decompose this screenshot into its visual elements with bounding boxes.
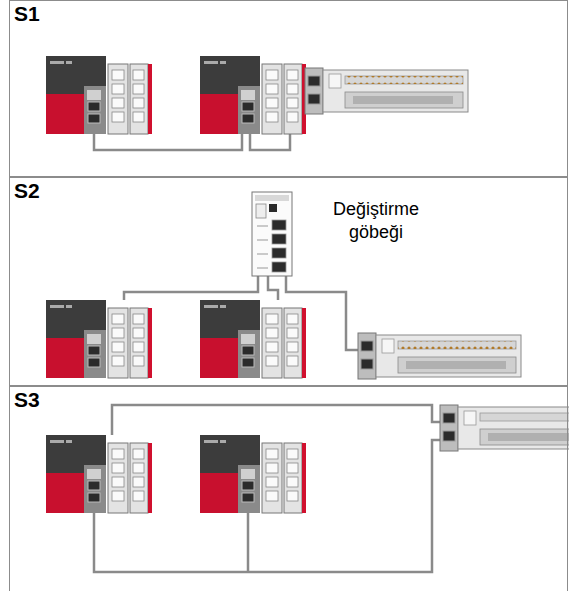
scenario-panel: S3	[9, 386, 568, 591]
scenario-panel: S1	[9, 0, 568, 177]
switch-hub: Değiştirme göbeği	[306, 198, 446, 248]
panel-title: S2	[14, 179, 40, 203]
hub-label: Değiştirme göbeği	[306, 198, 446, 244]
panel-title: S1	[14, 2, 40, 26]
scenario-panel: S2Değiştirme göbeği	[9, 177, 568, 386]
panel-title: S3	[14, 388, 40, 412]
